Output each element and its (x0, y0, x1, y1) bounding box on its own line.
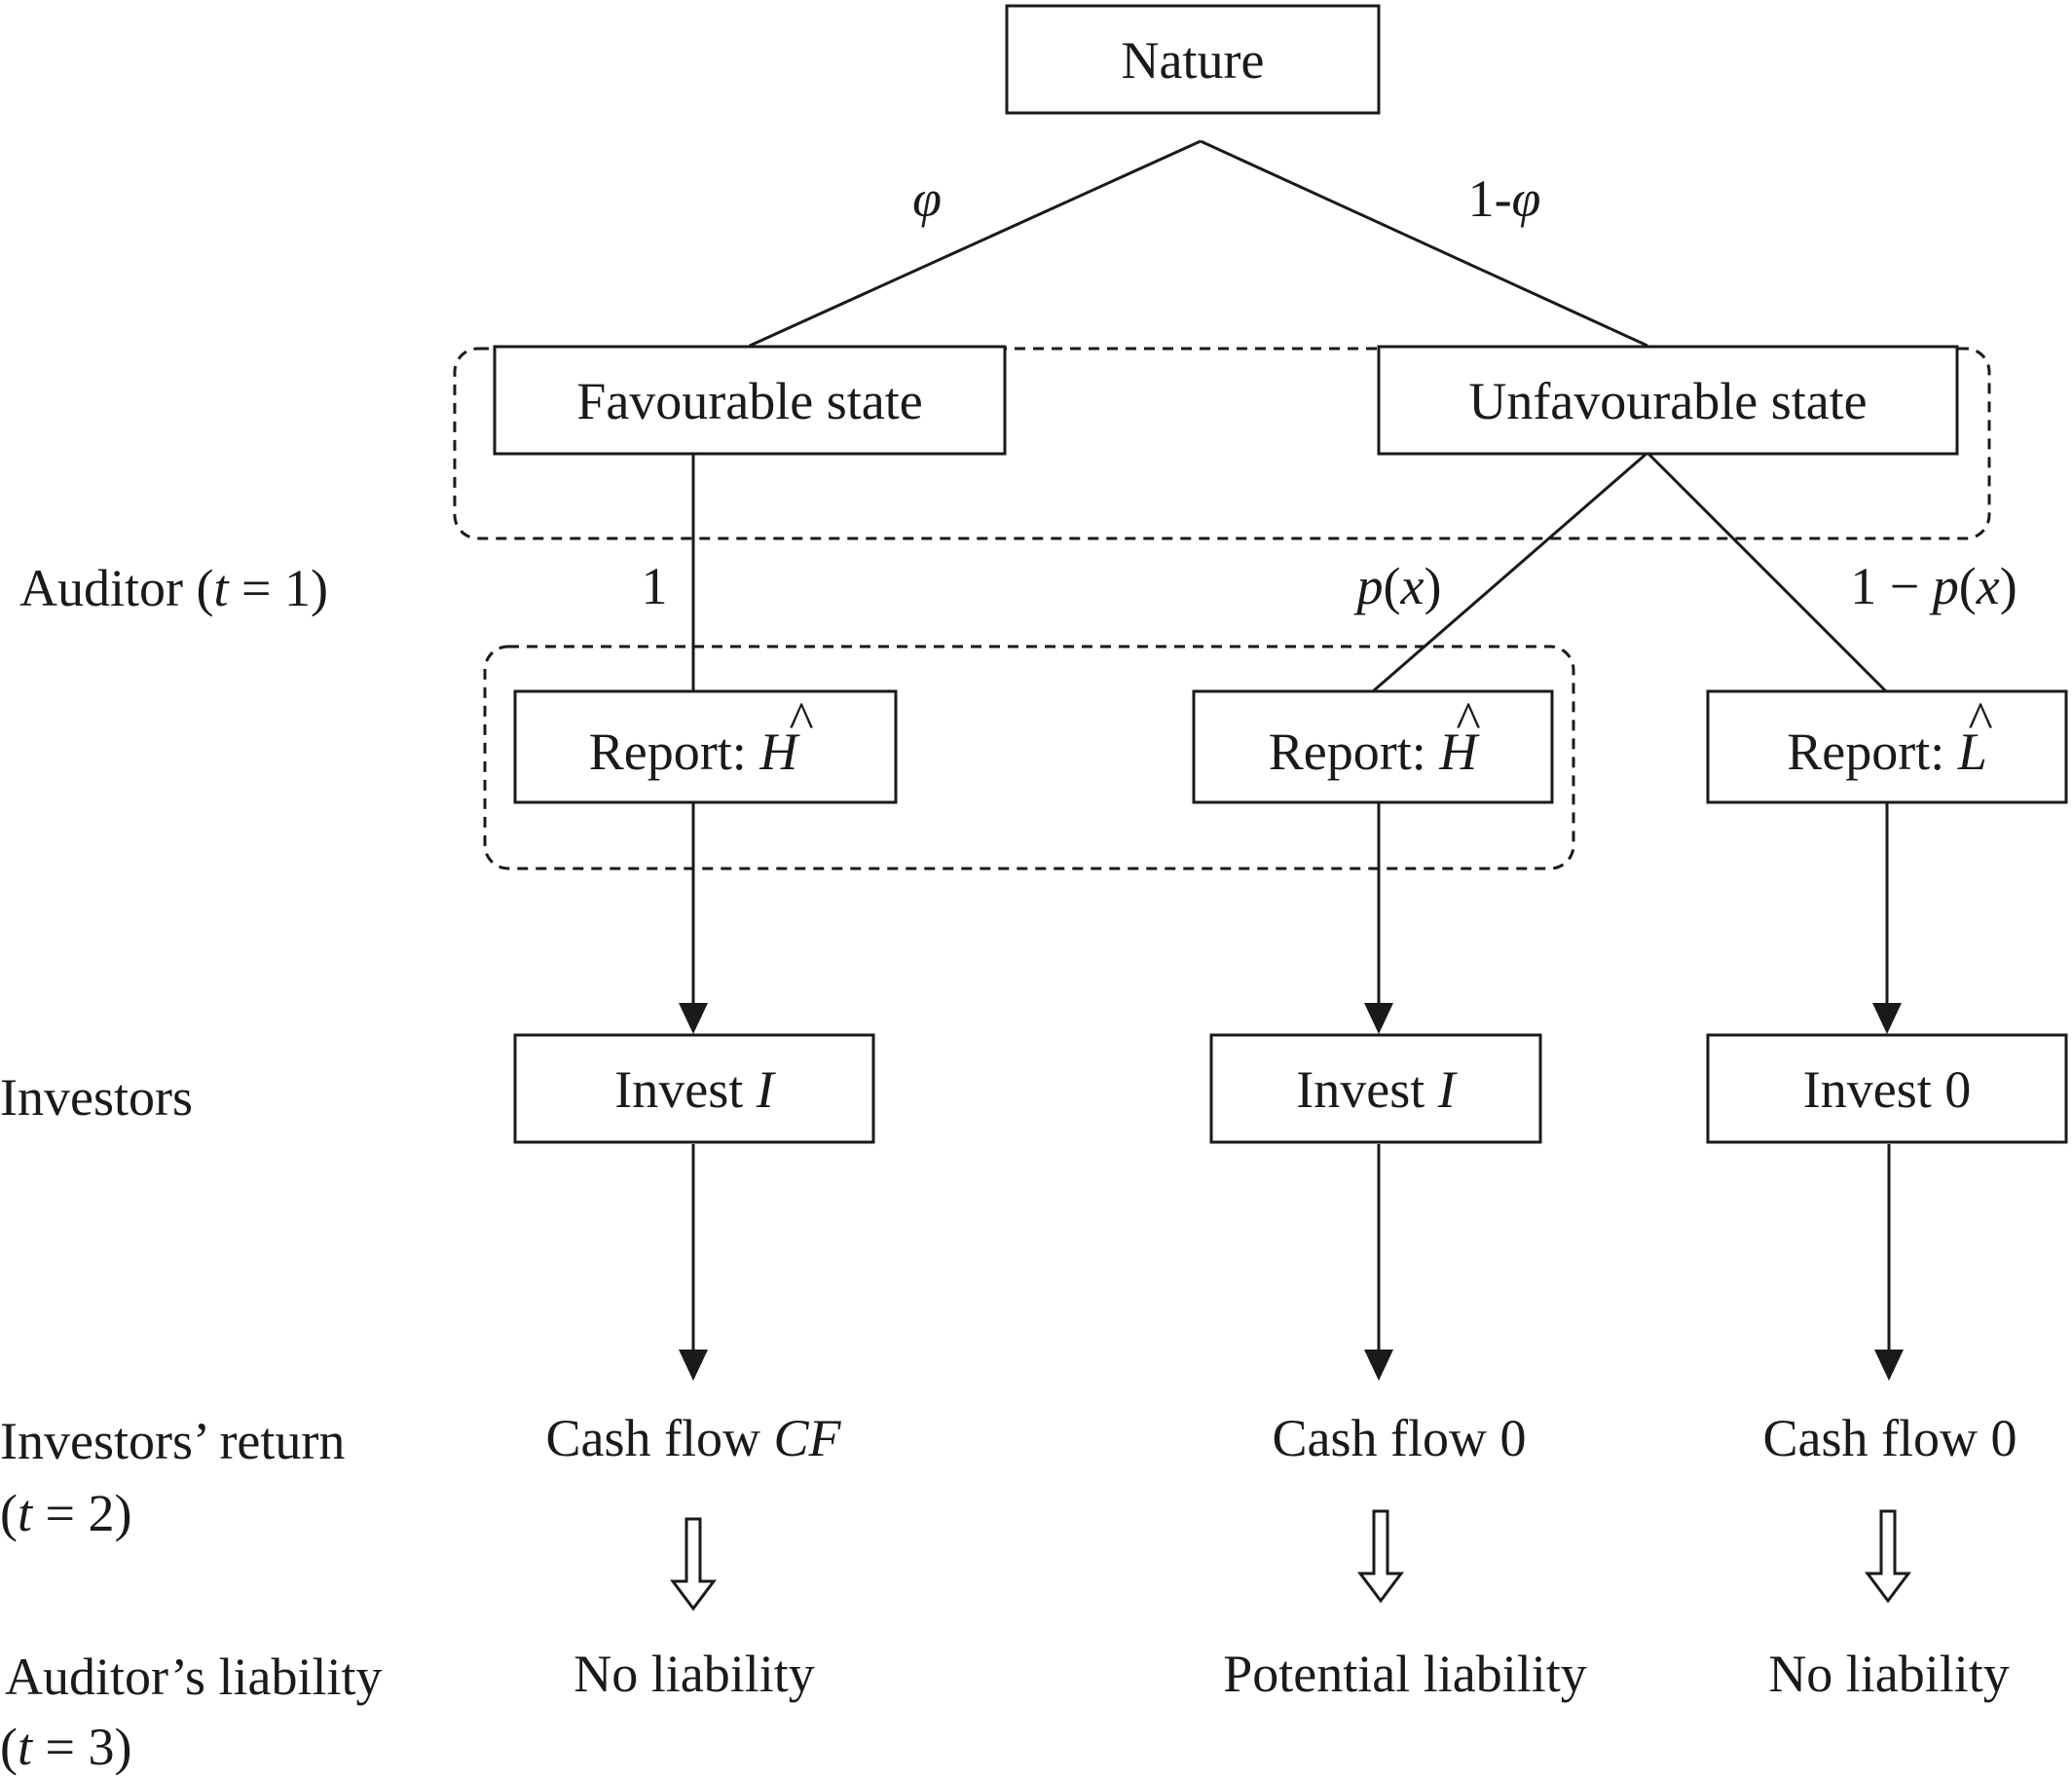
branch-nature-favourable (749, 139, 1202, 348)
branch-nature-unfavourable (1200, 139, 1648, 348)
row-label-auditor-liability: Auditor’s liability (5, 1647, 383, 1706)
node-favourable-label: Favourable state (576, 372, 922, 430)
row-label-investors-return: Investors’ return (0, 1412, 345, 1470)
node-nature-box (1005, 4, 1381, 115)
node-report-fav-box (513, 689, 898, 804)
prob-label-one-minus-phi: 1-φ (1468, 169, 1541, 228)
information-set-nature-states (453, 347, 1991, 540)
outcome-cash-flow-zero: Cash flow 0 (1273, 1409, 1527, 1467)
node-report-unfav-l-box (1706, 689, 2068, 804)
arrow-report-invest-unfav-l (1872, 802, 1902, 1034)
node-invest-unfav-l-box (1706, 1033, 2068, 1144)
node-unfavourable-box (1377, 345, 1959, 456)
arrow-invest-cash-unfav-l (1874, 1144, 1904, 1381)
row-label-investors: Investors (0, 1068, 193, 1127)
hat-accent: ^ (789, 691, 813, 750)
implies-arrow-fav (670, 1517, 717, 1611)
prob-label-phi: φ (912, 169, 942, 228)
node-invest-unfav-h-box (1209, 1033, 1542, 1144)
node-nature-label: Nature (1122, 31, 1265, 90)
arrow-invest-cash-fav (679, 1144, 708, 1381)
prob-label-one-minus-px: 1 − p(x) (1850, 557, 2016, 615)
prob-label-one: 1 (642, 557, 668, 615)
implies-arrow-unfav-h (1357, 1509, 1404, 1604)
node-invest-fav-label: Invest I (614, 1060, 776, 1119)
node-invest-fav-box (513, 1033, 875, 1144)
node-report-unfav-h-box (1192, 689, 1554, 804)
outcome-potential-liability: Potential liability (1223, 1645, 1586, 1703)
node-invest-unfav-h-label: Invest I (1296, 1060, 1458, 1119)
node-report-unfav-l-label: Report: L (1787, 722, 1987, 781)
hat-accent: ^ (1968, 691, 1992, 750)
arrow-report-invest-unfav-h (1364, 802, 1393, 1034)
branch-unfavourable-report-h (1372, 451, 1648, 693)
implies-arrow-unfav-l (1865, 1509, 1911, 1604)
row-label-period-3: (t = 3) (0, 1718, 131, 1776)
outcome-no-liability: No liability (574, 1645, 814, 1703)
node-report-fav-label: Report: H (589, 722, 800, 781)
node-unfavourable-label: Unfavourable state (1468, 372, 1867, 430)
node-favourable-box (493, 345, 1007, 456)
node-invest-unfav-l-label: Invest 0 (1803, 1060, 1971, 1119)
branch-unfavourable-report-l (1646, 451, 1888, 693)
outcome-cash-flow-cf: Cash flow CF (546, 1409, 842, 1467)
arrow-invest-cash-unfav-h (1364, 1144, 1393, 1381)
outcome-no-liability: No liability (1768, 1645, 2009, 1703)
outcome-cash-flow-zero: Cash flow 0 (1763, 1409, 2017, 1467)
node-report-unfav-h-label: Report: H (1269, 722, 1480, 781)
information-set-report-h (483, 645, 1575, 870)
arrow-report-invest-fav (679, 802, 708, 1034)
prob-label-px: p(x) (1353, 557, 1442, 615)
row-label-period-2: (t = 2) (0, 1484, 131, 1542)
hat-accent: ^ (1456, 691, 1480, 750)
row-label-auditor: Auditor (t = 1) (19, 559, 328, 617)
